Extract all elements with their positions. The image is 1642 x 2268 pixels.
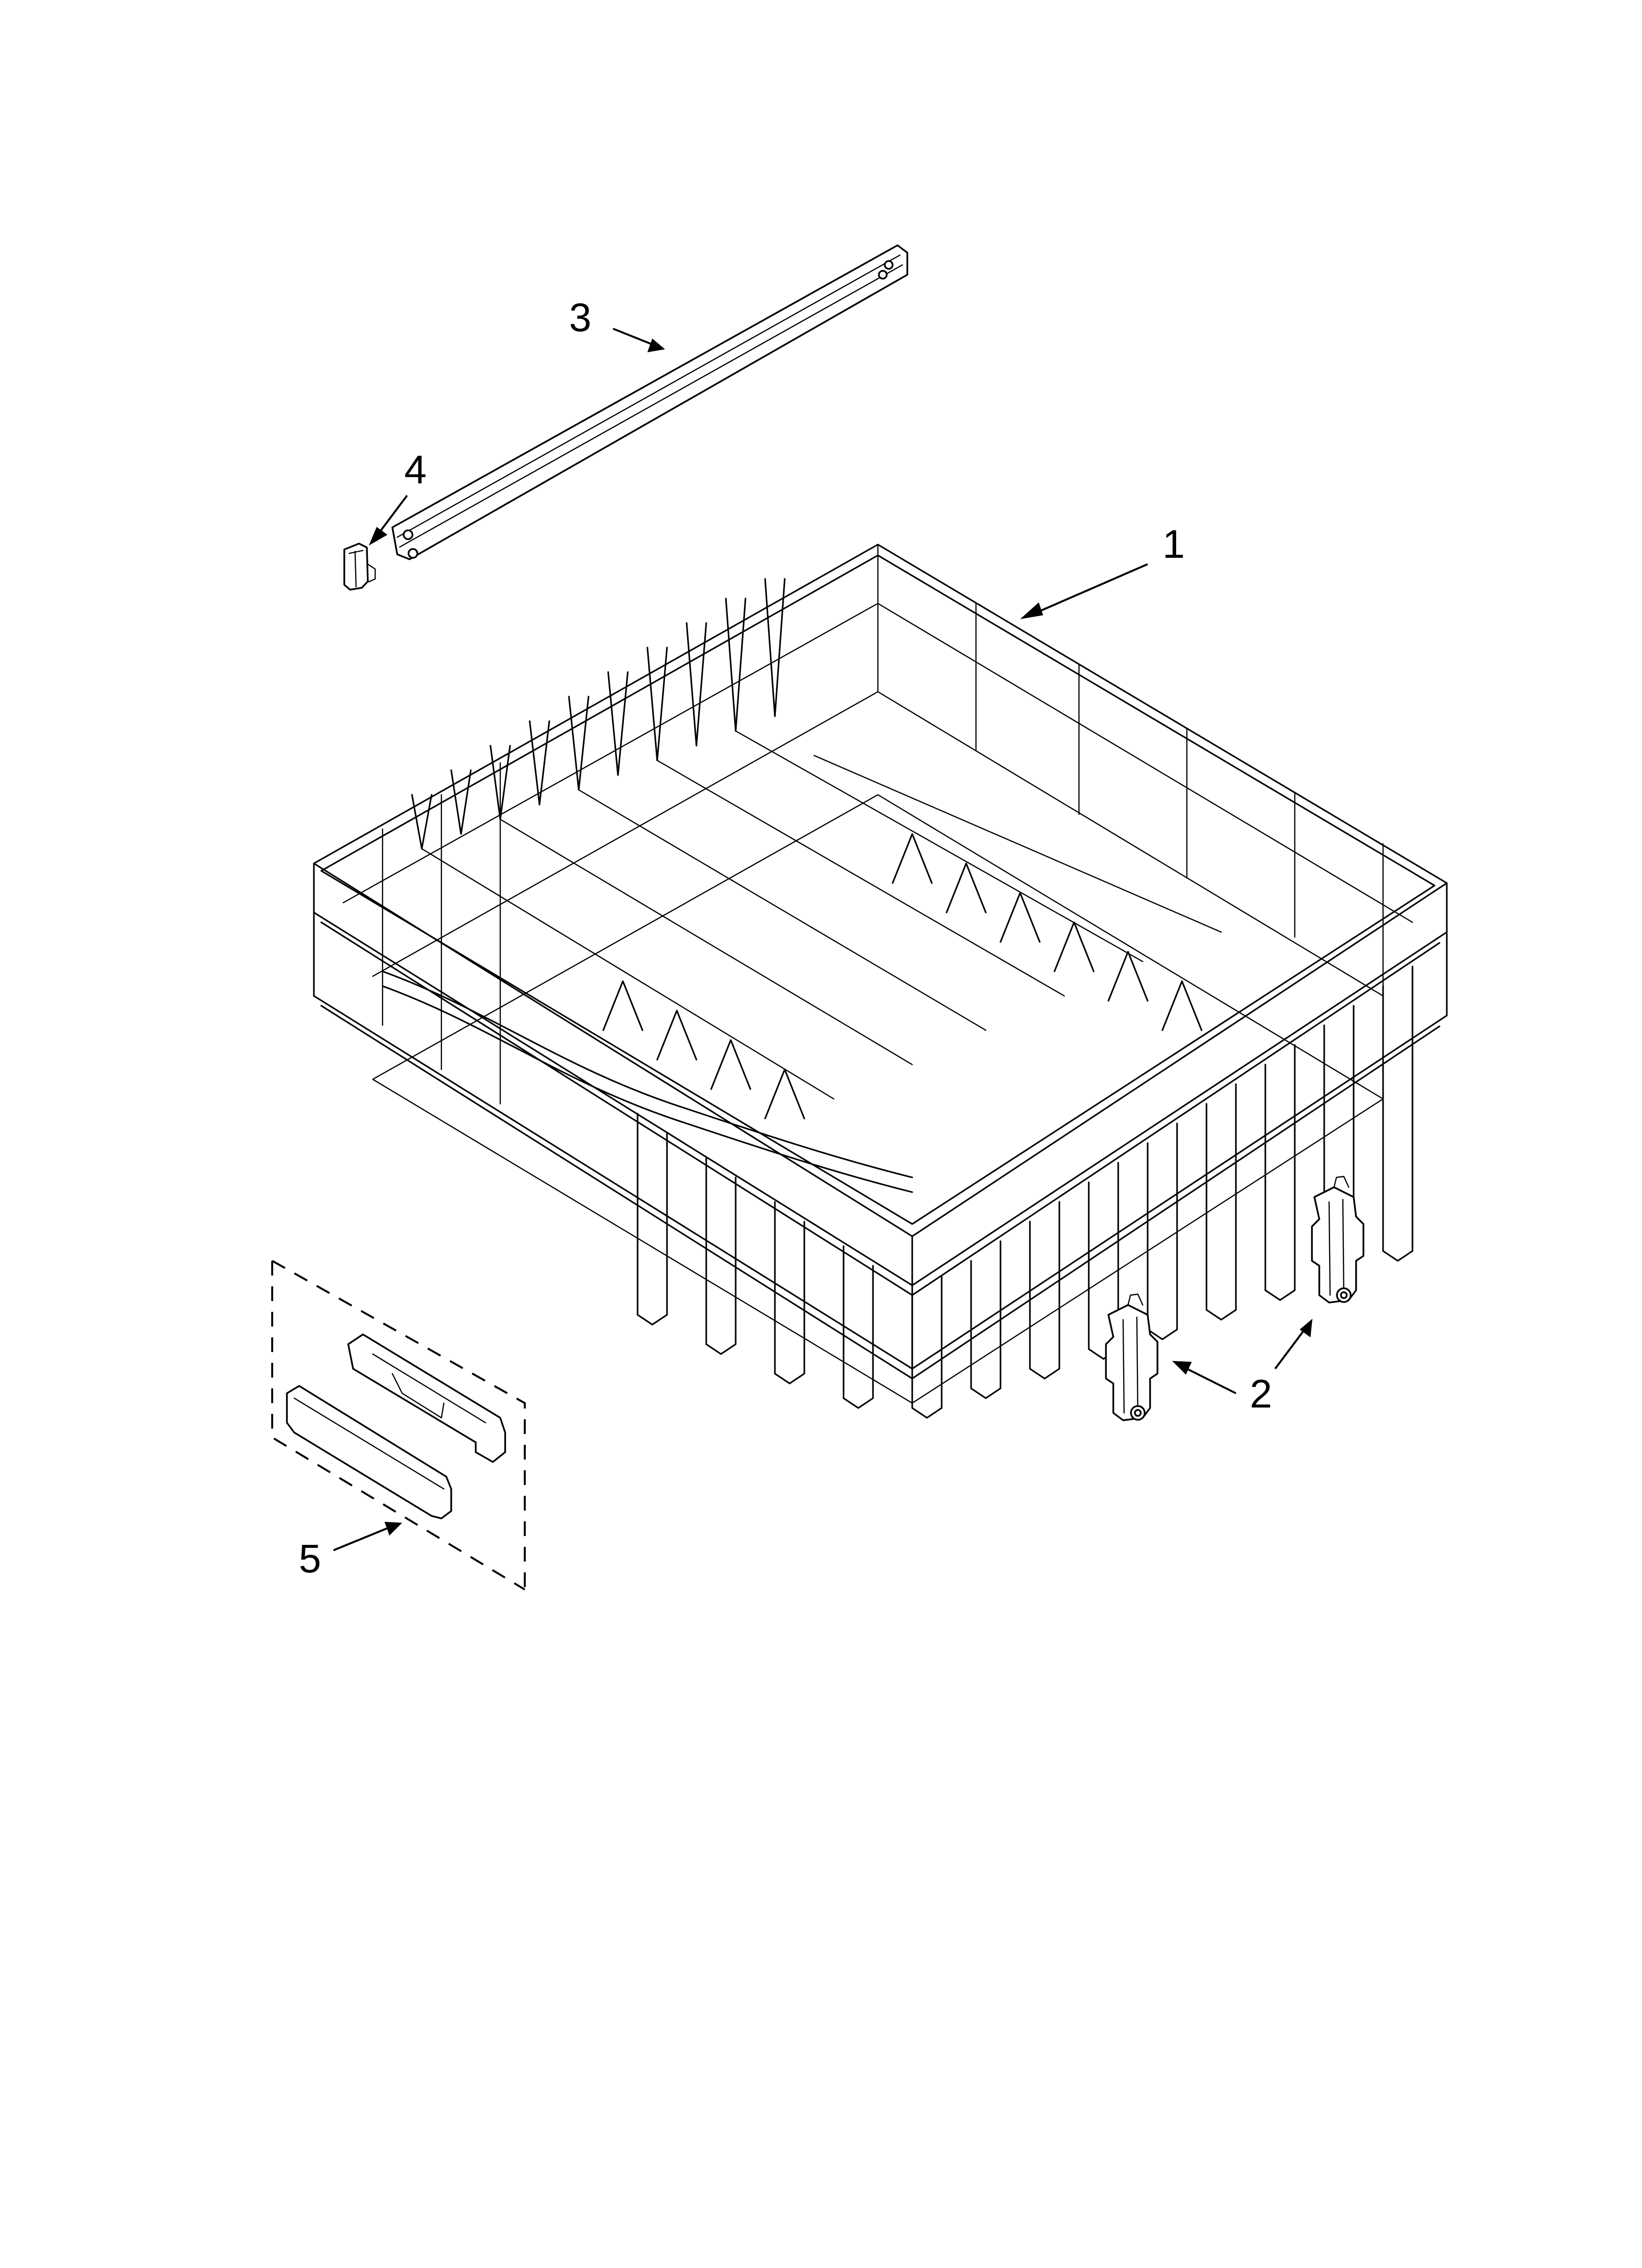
callout-5: 5 (299, 1537, 321, 1581)
handle-kit-drawing (271, 1260, 526, 1590)
rack-adjuster-right-drawing (1311, 1175, 1364, 1303)
rail-end-cap-drawing (343, 543, 376, 591)
dish-rack-drawing (313, 544, 1448, 1419)
rack-adjuster-left-drawing (1105, 1293, 1158, 1421)
leader-arrow-3 (613, 328, 665, 352)
callout-2: 2 (1250, 1372, 1272, 1416)
leader-arrow-2-left (1172, 1361, 1236, 1394)
rack-rail-drawing (391, 244, 908, 560)
callout-3: 3 (569, 295, 591, 340)
leader-arrow-4 (369, 495, 408, 546)
leader-arrow-2-right (1274, 1319, 1312, 1370)
callout-4: 4 (404, 447, 427, 492)
leader-arrow-1 (1020, 563, 1148, 619)
callout-1: 1 (1162, 522, 1185, 567)
leader-arrow-5 (333, 1522, 402, 1551)
